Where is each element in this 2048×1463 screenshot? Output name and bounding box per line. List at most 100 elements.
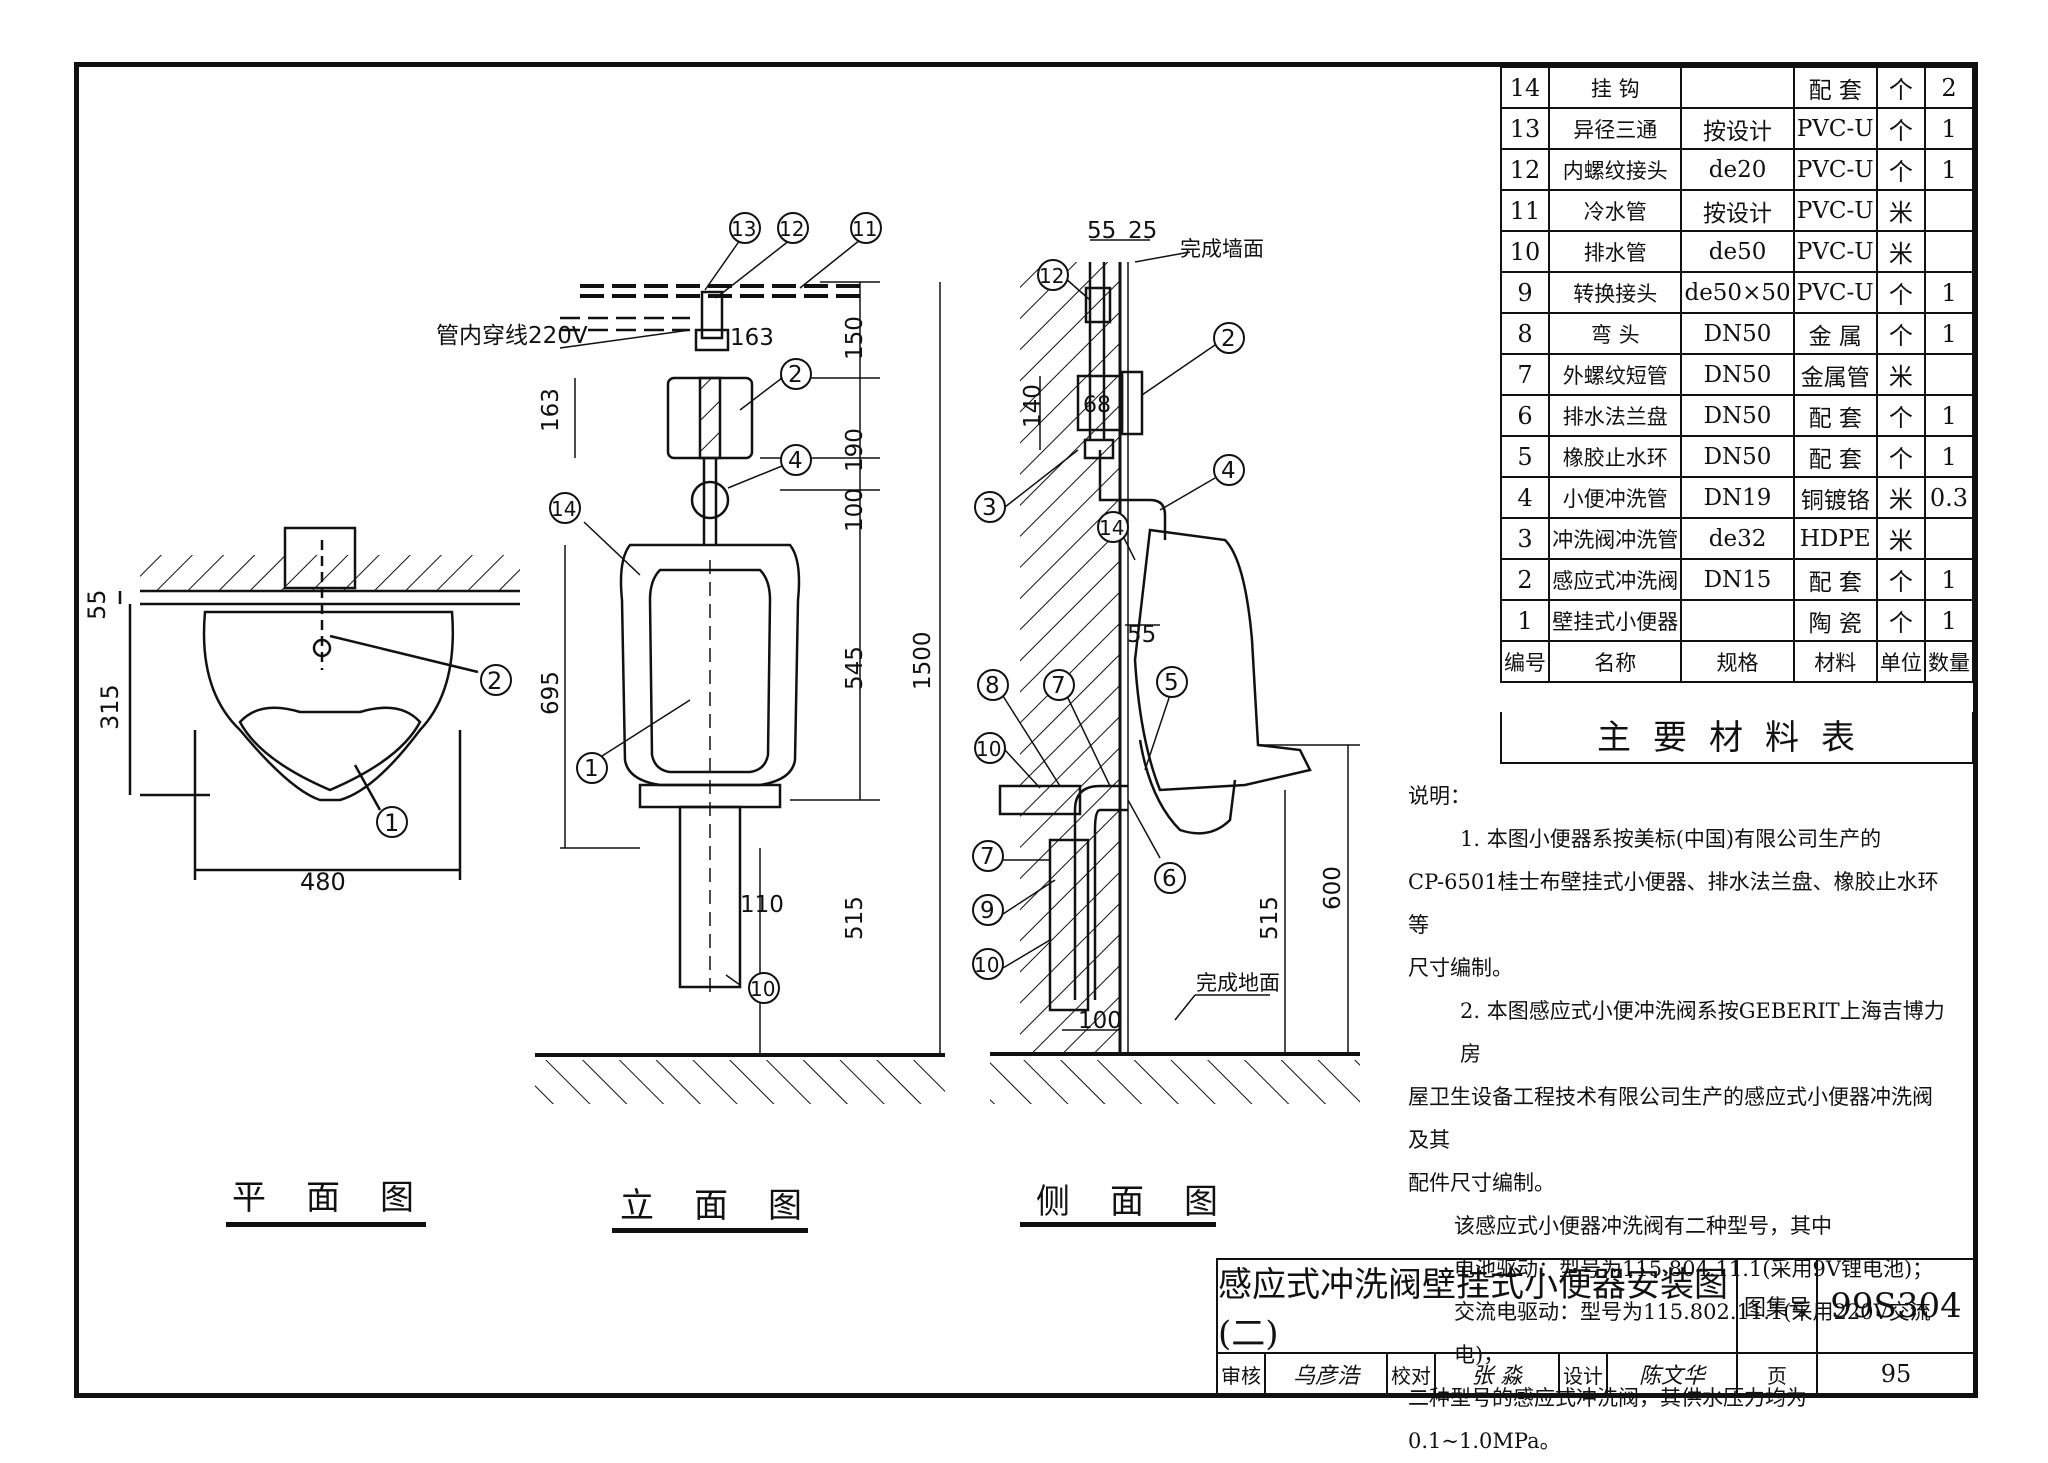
side-view-title: 侧面图 [1036, 1182, 1258, 1222]
side-callout-3: 3 [974, 491, 1006, 523]
table-cell: 配 套 [1792, 558, 1878, 601]
table-cell [1680, 599, 1795, 642]
svg-text:10: 10 [976, 737, 1001, 761]
side-dim-100: 100 [1078, 1008, 1122, 1034]
table-cell: 按设计 [1680, 189, 1795, 232]
side-callout-9: 9 [972, 894, 1004, 926]
table-cell: 个 [1875, 435, 1926, 478]
table-cell: 米 [1875, 476, 1926, 519]
side-callout-2: 2 [1213, 322, 1245, 354]
drawing-title: 感应式冲洗阀壁挂式小便器安装图(二) [1216, 1258, 1738, 1354]
side-callout-6: 6 [1154, 862, 1186, 894]
table-cell: 配 套 [1792, 435, 1878, 478]
side-callout-12: 12 [1037, 259, 1069, 291]
side-view-labels: 55 25 完成墙面 140 68 55 100 515 600 完成地面 12… [972, 218, 1346, 1034]
drawing-frame [74, 62, 1978, 1398]
table-cell: 1 [1923, 394, 1975, 437]
table-cell: 1 [1923, 435, 1975, 478]
note-line: 2. 本图感应式小便冲洗阀系按GEBERIT上海吉博力房 [1460, 999, 1945, 1066]
table-cell: 2 [1923, 66, 1975, 109]
table-header-cell: 材料 [1792, 640, 1878, 683]
table-cell: de50 [1680, 230, 1795, 273]
table-cell [1923, 517, 1975, 560]
table-cell: 冲洗阀冲洗管 [1548, 517, 1683, 560]
note-line: 1. 本图小便器系按美标(中国)有限公司生产的 [1460, 827, 1882, 851]
table-cell: 1 [1923, 558, 1975, 601]
table-header-cell: 名称 [1548, 640, 1683, 683]
table-cell: 5 [1499, 435, 1551, 478]
table-cell: 配 套 [1792, 66, 1878, 109]
table-cell: DN50 [1680, 435, 1795, 478]
front-callout-1: 1 [576, 752, 608, 784]
table-cell: 个 [1875, 599, 1926, 642]
front-dim-150: 150 [842, 316, 868, 360]
plan-dim-480: 480 [300, 868, 346, 896]
svg-text:11: 11 [852, 217, 877, 241]
table-cell: 陶 瓷 [1792, 599, 1878, 642]
page-label: 页 [1736, 1352, 1818, 1396]
table-cell: 2 [1499, 558, 1551, 601]
table-cell: 感应式冲洗阀 [1548, 558, 1683, 601]
svg-text:14: 14 [1099, 516, 1124, 540]
front-callout-11: 11 [850, 212, 882, 244]
side-callout-5: 5 [1156, 666, 1188, 698]
table-cell: 金属管 [1792, 353, 1878, 396]
side-dim-515: 515 [1257, 896, 1283, 940]
side-callout-7-bottom: 7 [972, 840, 1004, 872]
svg-text:2: 2 [1221, 326, 1236, 352]
table-cell: 个 [1875, 394, 1926, 437]
table-cell: 6 [1499, 394, 1551, 437]
front-dim-190: 190 [842, 428, 868, 472]
front-dim-163-top: 163 [730, 325, 774, 351]
table-cell: DN50 [1680, 312, 1795, 355]
table-cell: 个 [1875, 271, 1926, 314]
plan-view [118, 526, 520, 880]
plan-wall-hatch [140, 555, 520, 591]
svg-text:1: 1 [384, 809, 399, 837]
svg-text:7: 7 [980, 844, 995, 870]
table-cell: 弯 头 [1548, 312, 1683, 355]
table-cell: 米 [1875, 353, 1926, 396]
table-cell: HDPE [1792, 517, 1878, 560]
svg-text:2: 2 [788, 362, 803, 388]
front-callout-10: 10 [748, 972, 780, 1004]
table-cell: DN15 [1680, 558, 1795, 601]
table-header-cell: 数量 [1923, 640, 1975, 683]
plan-bowl-inner [238, 706, 422, 792]
table-cell: 14 [1499, 66, 1551, 109]
front-view-labels: 管内穿线220V 150 163 163 190 100 545 695 150… [436, 212, 936, 1004]
svg-text:4: 4 [1221, 458, 1236, 484]
table-cell: 金 属 [1792, 312, 1878, 355]
svg-text:12: 12 [1039, 264, 1064, 288]
table-header-cell: 单位 [1875, 640, 1926, 683]
table-cell: 个 [1875, 66, 1926, 109]
table-cell: 橡胶止水环 [1548, 435, 1683, 478]
front-callout-14: 14 [549, 492, 581, 524]
table-cell: 配 套 [1792, 394, 1878, 437]
svg-text:9: 9 [980, 898, 995, 924]
front-dim-1500: 1500 [910, 631, 936, 690]
side-title-underline [1020, 1222, 1216, 1227]
side-valve-label: 68 [1083, 393, 1111, 418]
table-cell: 米 [1875, 189, 1926, 232]
table-cell [1923, 230, 1975, 273]
note-line: 尺寸编制。 [1408, 956, 1513, 980]
side-callout-7-top: 7 [1043, 669, 1075, 701]
table-cell: 铜镀铬 [1792, 476, 1878, 519]
check-signature: 张 淼 [1434, 1352, 1560, 1396]
front-dim-515: 515 [842, 896, 868, 940]
side-callout-10-bottom: 10 [972, 948, 1004, 980]
side-dim-140: 140 [1020, 384, 1046, 428]
atlas-number: 99S304 [1816, 1258, 1976, 1354]
plan-view-labels: 55 315 480 2 1 [83, 589, 512, 896]
atlas-label: 图集号 [1736, 1258, 1818, 1354]
side-dim-25: 25 [1128, 218, 1157, 244]
